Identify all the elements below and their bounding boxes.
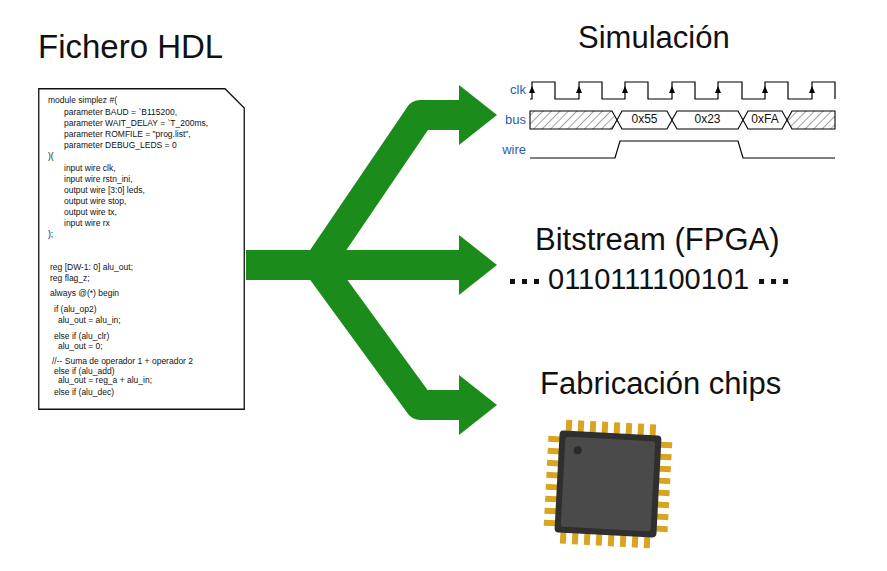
code-line: input wire rstn_ini,: [64, 175, 133, 184]
chip-pin1-mark: [574, 446, 582, 454]
file-page: module simplez #( parameter BAUD = `B1152…: [38, 88, 245, 410]
arrow-head: [459, 375, 497, 435]
code-line: module simplez #(: [48, 96, 117, 105]
code-line: else if (alu_dec): [54, 388, 114, 397]
output-heading: Simulación: [578, 20, 730, 56]
bus-signal: [530, 111, 835, 129]
output-heading: Bitstream (FPGA): [535, 222, 780, 258]
chip-body: [554, 430, 661, 537]
hdl-file: module simplez #( parameter BAUD = `B1152…: [38, 28, 248, 410]
chip-top: [561, 437, 656, 532]
code-line: always @(*) begin: [50, 289, 119, 298]
code-line: parameter BAUD = `B115200,: [64, 108, 177, 117]
code-line: reg flag_z;: [50, 274, 90, 283]
arrow-shaft: [246, 265, 462, 405]
code-line: output wire stop,: [64, 197, 126, 206]
left-dots: [510, 279, 539, 284]
bitstream-output: Bitstream (FPGA) 0110111100101: [500, 214, 845, 306]
code-line: parameter DEBUG_LEDS = 0: [64, 141, 177, 150]
flow-arrow: [246, 265, 497, 435]
chip-output: Fabricación chips: [500, 358, 845, 558]
right-dots: [759, 279, 788, 284]
signal-name: bus: [505, 113, 526, 128]
page-border: [39, 89, 245, 410]
signal-name: wire: [502, 143, 526, 158]
arrow-shaft: [246, 115, 462, 265]
wire-signal: [530, 141, 835, 158]
file-title: Fichero HDL: [38, 28, 223, 66]
code-line: output wire [3:0] leds,: [64, 186, 145, 195]
code-line: )(: [48, 152, 54, 161]
code-line: parameter WAIT_DELAY = `T_200ms,: [64, 119, 208, 128]
code-line: parameter ROMFILE = "prog.list",: [64, 130, 191, 139]
output-heading: Fabricación chips: [540, 366, 781, 402]
arrow-head: [459, 235, 497, 295]
code-line: alu_out = 0;: [58, 342, 103, 351]
code-line: reg [DW-1: 0] alu_out;: [50, 263, 133, 272]
code-line: input wire clk,: [64, 164, 116, 173]
bus-value: 0x55: [631, 113, 657, 127]
code-line: else if (alu_add): [54, 367, 114, 376]
clk-edge-arrows: [529, 86, 815, 93]
arrow-head: [459, 85, 497, 145]
clk-signal: [530, 82, 835, 99]
bus-value: 0xFA: [751, 113, 778, 127]
code-line: if (alu_op2): [54, 305, 97, 314]
code-line: output wire tx,: [64, 208, 117, 217]
bus-value: 0x23: [694, 113, 720, 127]
code-line: alu_out = reg_a + alu_in;: [58, 376, 152, 385]
signal-name: clk: [510, 83, 526, 98]
code-line: alu_out = alu_in;: [58, 316, 121, 325]
bitstream-bits: 0110111100101: [548, 263, 749, 296]
chip-pins: [549, 425, 667, 543]
code-line: input wire rx: [64, 219, 110, 228]
simulation-output: Simulación: [500, 12, 845, 164]
code-line: );: [48, 230, 53, 239]
code-line: else if (alu_clr): [54, 332, 109, 341]
code-line: //-- Suma de operador 1 + operador 2: [52, 357, 193, 366]
